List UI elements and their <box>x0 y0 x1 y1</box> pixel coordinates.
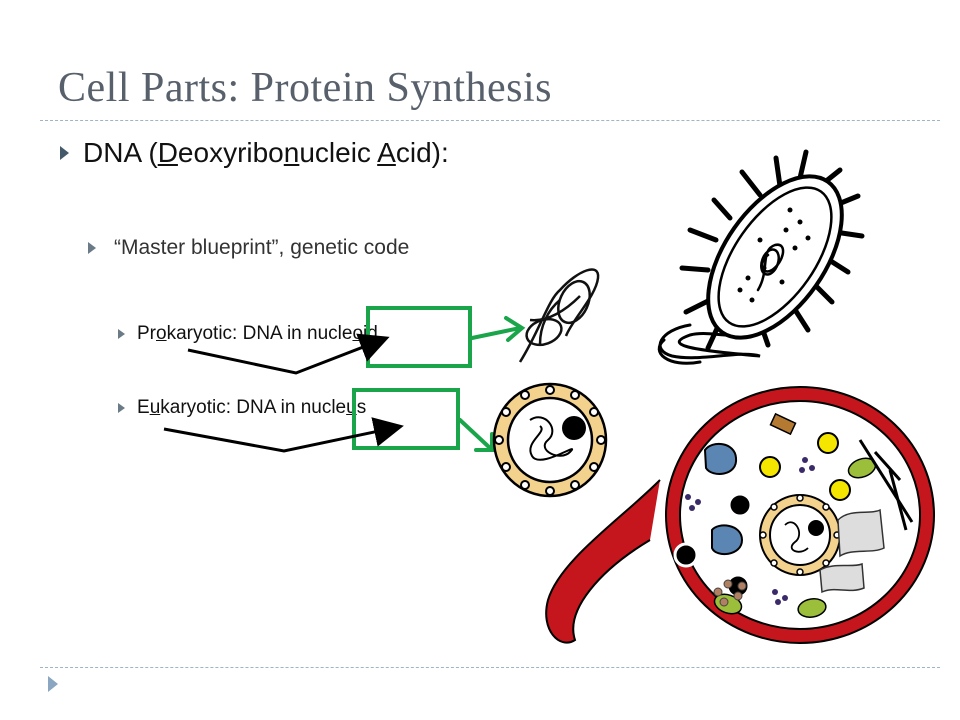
slide-title: Cell Parts: Protein Synthesis <box>58 65 553 111</box>
bullet-dna: DNA (Deoxyribonucleic Acid): <box>60 137 449 169</box>
bullet-text: “Master blueprint”, genetic code <box>114 236 410 259</box>
green-arrow-nucleoid <box>470 316 526 342</box>
nucleus-highlight-box <box>352 388 460 450</box>
bottom-divider <box>40 667 940 668</box>
top-divider <box>40 120 940 121</box>
bullet-eukaryotic: Eukaryotic: DNA in nucleus <box>118 397 366 419</box>
next-slide-arrow-icon[interactable] <box>48 676 58 692</box>
triangle-bullet-icon <box>60 146 69 160</box>
bullet-master-blueprint: “Master blueprint”, genetic code <box>88 236 409 260</box>
nucleoid-highlight-box <box>366 306 472 368</box>
prokaryotic-underline-arrow <box>187 333 390 375</box>
eukaryotic-underline-arrow <box>163 417 404 453</box>
eukaryote-cell-icon <box>545 386 935 644</box>
bullet-text: DNA (Deoxyribonucleic Acid): <box>83 137 449 168</box>
triangle-bullet-icon <box>88 242 96 254</box>
nucleoid-icon <box>518 268 600 363</box>
triangle-bullet-icon <box>118 403 125 413</box>
nucleus-icon <box>492 382 608 498</box>
triangle-bullet-icon <box>118 329 125 339</box>
bullet-text: Eukaryotic: DNA in nucleus <box>137 397 367 418</box>
green-arrow-nucleus <box>458 418 494 452</box>
prokaryote-icon <box>657 149 865 365</box>
